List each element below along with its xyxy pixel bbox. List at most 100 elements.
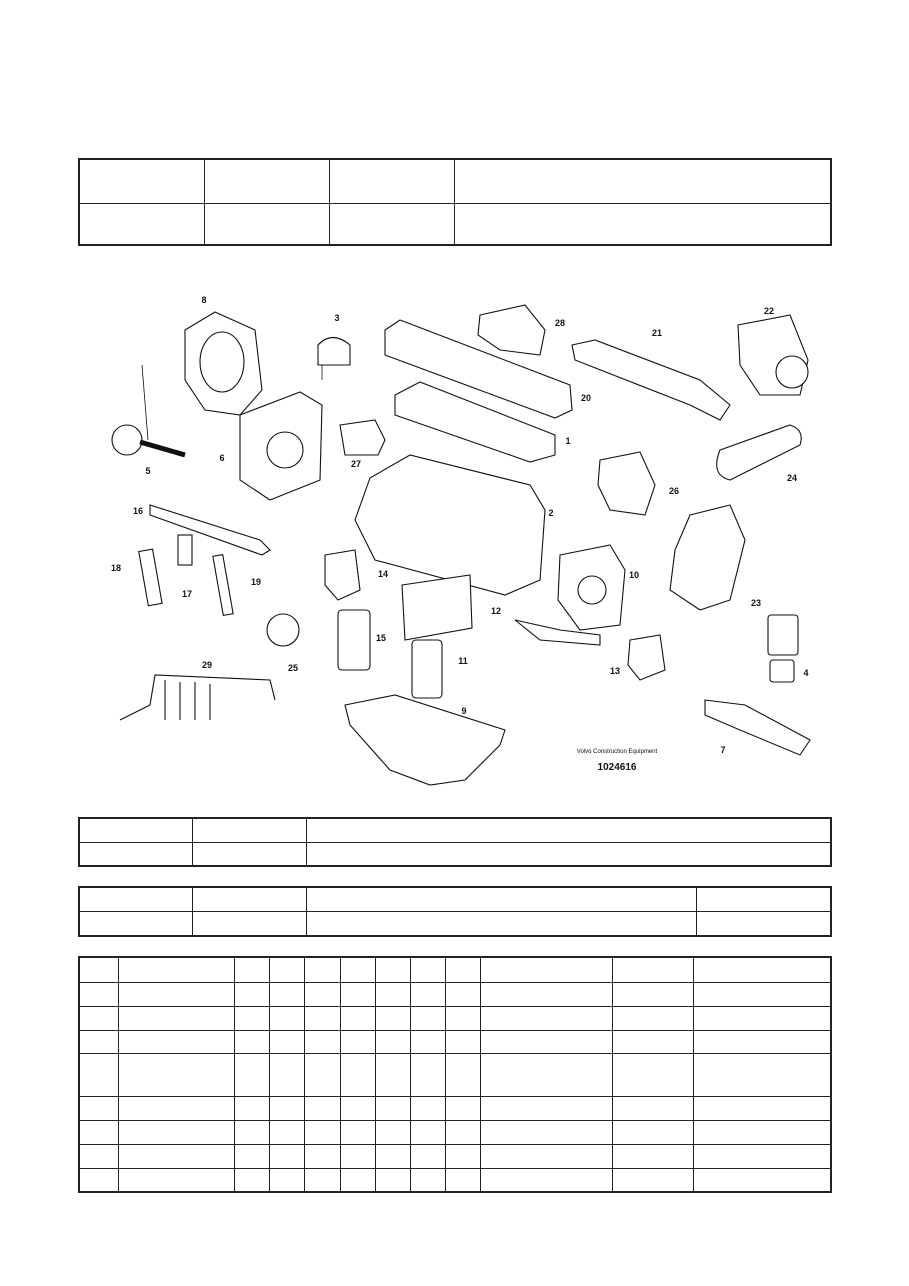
table-cell: [480, 1052, 613, 1098]
table-cell: [304, 981, 341, 1007]
callout-18: 18: [111, 563, 121, 573]
drive-belt: [716, 424, 802, 481]
table-cell: [375, 1052, 411, 1098]
oil-cooler: [401, 574, 473, 641]
table-cell: [693, 1005, 832, 1031]
table-cell: [340, 1120, 376, 1146]
table-cell: [480, 1120, 613, 1146]
callout-labels: 1234567891011121314151617181920212223242…: [111, 295, 809, 755]
table-cell: [375, 1029, 411, 1054]
table-row: [78, 1168, 832, 1193]
table-cell: [304, 1096, 341, 1122]
table-cell: [480, 981, 613, 1007]
crankshaft: [704, 699, 811, 756]
table-cell: [375, 1168, 411, 1193]
callout-14: 14: [378, 569, 388, 579]
table-cell: [480, 1005, 613, 1031]
table-row: [78, 1144, 832, 1170]
table-cell: [304, 956, 341, 983]
table-cell: [480, 1029, 613, 1054]
table-cell: [612, 1168, 694, 1193]
table-cell: [118, 1029, 235, 1054]
table-cell: [612, 1144, 694, 1170]
table-cell: [304, 1005, 341, 1031]
callout-19: 19: [251, 577, 261, 587]
table-cell: [693, 956, 832, 983]
table-cell: [375, 1096, 411, 1122]
table-cell: [234, 1096, 270, 1122]
table-cell: [410, 1096, 446, 1122]
table-cell: [445, 1005, 481, 1031]
callout-1: 1: [565, 436, 570, 446]
table-cell: [445, 1168, 481, 1193]
table-cell: [340, 1029, 376, 1054]
table-cell: [445, 981, 481, 1007]
table-cell: [269, 1144, 305, 1170]
callout-23: 23: [751, 598, 761, 608]
filter: [337, 609, 371, 671]
callout-21: 21: [652, 328, 662, 338]
table-cell: [693, 1052, 832, 1098]
table-cell: [410, 1120, 446, 1146]
table-cell: [118, 1168, 235, 1193]
table-cell: [118, 1144, 235, 1170]
table-cell: [612, 1096, 694, 1122]
callout-6: 6: [219, 453, 224, 463]
table-cell: [78, 956, 119, 983]
table-cell: [480, 956, 613, 983]
table-row: [78, 1029, 832, 1054]
table-cell: [612, 1005, 694, 1031]
info-table-2: [78, 886, 832, 937]
table-cell: [234, 1168, 270, 1193]
table-cell: [78, 1168, 119, 1193]
table-cell: [234, 1052, 270, 1098]
table-cell: [410, 981, 446, 1007]
table-cell: [375, 981, 411, 1007]
table-cell: [304, 1029, 341, 1054]
callout-22: 22: [764, 306, 774, 316]
callout-10: 10: [629, 570, 639, 580]
table-cell: [304, 1144, 341, 1170]
table-cell: [118, 1120, 235, 1146]
table-cell: [269, 1029, 305, 1054]
table-cell: [410, 1168, 446, 1193]
engine-exploded-diagram: 1234567891011121314151617181920212223242…: [111, 295, 811, 786]
callout-7: 7: [720, 745, 725, 755]
callout-27: 27: [351, 459, 361, 469]
table-cell: [118, 1005, 235, 1031]
callout-25: 25: [288, 663, 298, 673]
table-cell: [445, 956, 481, 983]
callout-8: 8: [201, 295, 206, 305]
table-cell: [234, 1029, 270, 1054]
table-cell: [304, 1168, 341, 1193]
table-cell: [480, 1144, 613, 1170]
publisher-text: Volvo Construction Equipment: [577, 749, 658, 755]
table-cell: [78, 1096, 119, 1122]
callout-5: 5: [145, 466, 150, 476]
table-cell: [480, 1096, 613, 1122]
table-cell: [693, 1144, 832, 1170]
table-cell: [375, 1005, 411, 1031]
table-cell: [410, 1029, 446, 1054]
table-row: [78, 981, 832, 1007]
table-cell: [480, 1168, 613, 1193]
table-cell: [445, 1120, 481, 1146]
table-cell: [304, 1120, 341, 1146]
table-cell: [118, 1052, 235, 1098]
table-cell: [693, 1029, 832, 1054]
table-cell: [340, 1005, 376, 1031]
callout-15: 15: [376, 633, 386, 643]
table-cell: [612, 1120, 694, 1146]
header-table: [78, 158, 832, 246]
table-cell: [269, 1168, 305, 1193]
callout-20: 20: [581, 393, 591, 403]
table-cell: [269, 1052, 305, 1098]
callout-4: 4: [803, 668, 808, 678]
table-cell: [693, 1168, 832, 1193]
wiring-harness: [119, 674, 276, 721]
cylinder-head: [394, 381, 556, 463]
table-cell: [612, 1052, 694, 1098]
table-cell: [410, 956, 446, 983]
table-cell: [78, 1120, 119, 1146]
table-cell: [234, 1005, 270, 1031]
